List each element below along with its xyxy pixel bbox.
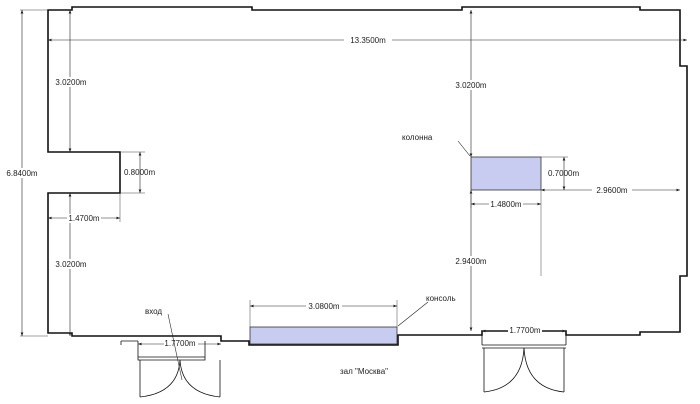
dim-column-height: 0.7000m: [548, 169, 579, 178]
right-double-door: [483, 347, 565, 393]
column-leader: [457, 140, 471, 157]
label-console: консоль: [426, 294, 456, 303]
dim-door-left: 1.7700m: [164, 339, 195, 348]
dim-notch-height: 0.8000m: [124, 168, 155, 177]
label-column: колонна: [402, 133, 433, 142]
dim-left-lower: 3.0200m: [55, 260, 86, 269]
column: [470, 156, 542, 191]
console: [249, 326, 398, 345]
hall-title: зал "Москва": [340, 367, 388, 376]
left-double-door: [139, 359, 221, 398]
left-door-jamb: [120, 336, 222, 361]
dim-column-right: 2.9600m: [596, 186, 627, 195]
dim-console-width: 3.0800m: [308, 302, 339, 311]
label-entrance: вход: [145, 307, 162, 316]
right-door-frame: [481, 335, 567, 349]
dim-notch-depth: 1.4700m: [68, 214, 99, 223]
dim-column-bottom: 2.9400m: [455, 257, 486, 266]
entrance-leader: [167, 313, 183, 381]
dim-total-width: 13.3500m: [350, 36, 386, 45]
dim-column-top: 3.0200m: [455, 81, 486, 90]
dim-column-width: 1.4800m: [490, 200, 521, 209]
dim-left-upper: 3.0200m: [55, 78, 86, 87]
dim-door-right: 1.7700m: [509, 326, 540, 335]
console-leader: [397, 301, 429, 327]
dim-total-height: 6.8400m: [6, 169, 37, 178]
